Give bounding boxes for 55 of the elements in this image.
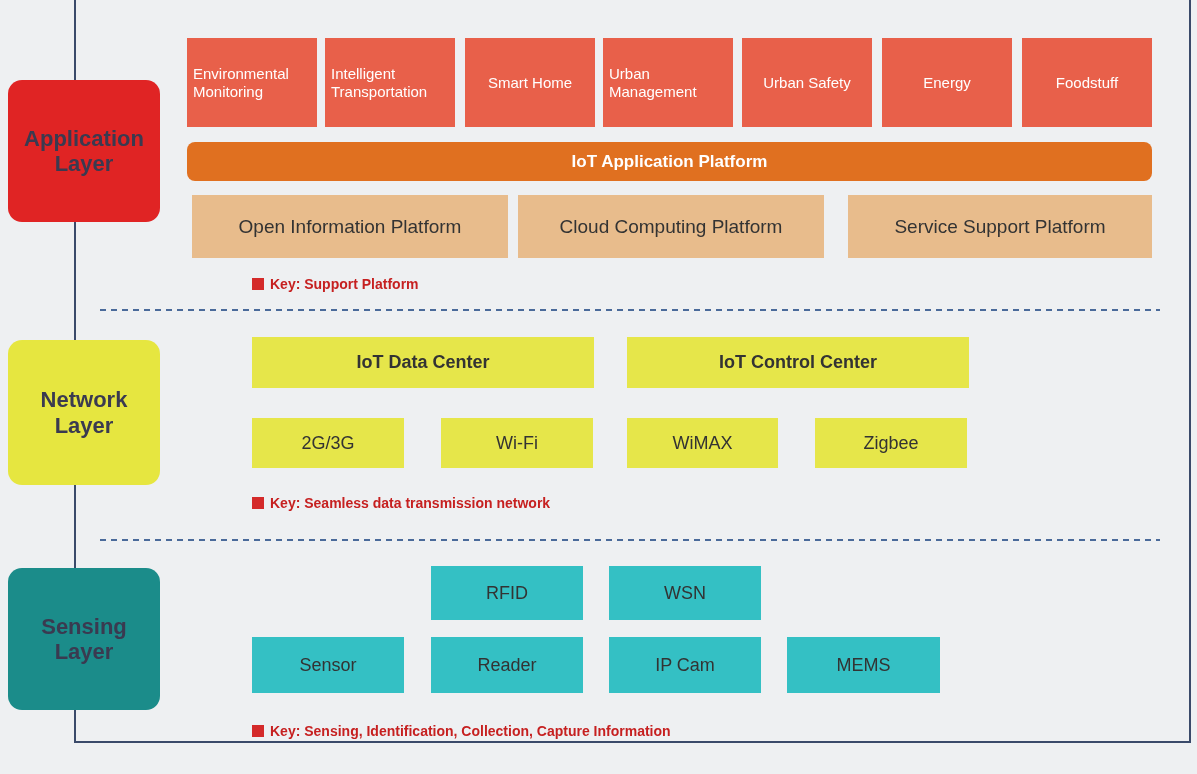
box-text: Smart Home: [487, 73, 573, 92]
box-text: Open Information Platform: [238, 215, 462, 238]
network-box: [441, 418, 593, 468]
box-text: Energy: [923, 73, 971, 92]
box-text: Application Layer: [23, 125, 145, 177]
box-text: Sensor: [299, 654, 357, 676]
sensing-box: [787, 637, 940, 693]
layer-label: [8, 340, 160, 485]
legend-text: Key: Support Platform: [270, 276, 419, 292]
layer-label: [8, 568, 160, 710]
box-text: IoT Control Center: [719, 352, 877, 373]
platform-box: [848, 195, 1152, 258]
box-text: Cloud Computing Platform: [559, 215, 783, 238]
sensing-box: [609, 637, 761, 693]
box-text: IoT Application Platform: [571, 151, 768, 172]
box-text: WSN: [664, 582, 706, 604]
network-box: [627, 337, 969, 388]
box-text: Reader: [477, 654, 537, 676]
box-text: IoT Data Center: [356, 352, 490, 373]
box-text: Service Support Platform: [894, 215, 1106, 238]
box-text: RFID: [486, 582, 528, 604]
box-text: Environmental Monitoring: [193, 65, 290, 100]
box-text: Urban Management: [609, 65, 698, 100]
application-box: [187, 38, 317, 127]
sensing-box: [431, 637, 583, 693]
platform-box: [518, 195, 824, 258]
box-text: Intelligent Transportation: [331, 65, 429, 100]
sensing-box: [252, 637, 404, 693]
box-text: 2G/3G: [301, 432, 355, 454]
sensing-box: [609, 566, 761, 620]
platform-bar: [187, 142, 1152, 181]
box-text: Zigbee: [863, 432, 919, 454]
network-box: [252, 418, 404, 468]
application-box: [325, 38, 455, 127]
box-text: Wi-Fi: [496, 432, 538, 454]
application-box: [742, 38, 872, 127]
box-text: Foodstuff: [1055, 73, 1119, 92]
network-box: [627, 418, 778, 468]
network-box: [252, 337, 594, 388]
layer-label: [8, 80, 160, 222]
box-text: Network Layer: [39, 387, 129, 438]
box-text: MEMS: [836, 654, 891, 676]
application-box: [603, 38, 733, 127]
application-box: [1022, 38, 1152, 127]
box-text: Sensing Layer: [40, 613, 128, 665]
network-box: [815, 418, 967, 468]
box-text: WiMAX: [672, 432, 733, 454]
box-text: Urban Safety: [763, 73, 851, 92]
application-box: [882, 38, 1012, 127]
box-text: IP Cam: [655, 654, 715, 676]
application-box: [465, 38, 595, 127]
legend-text: Key: Sensing, Identification, Collection, Capture Information: [270, 723, 671, 739]
platform-box: [192, 195, 508, 258]
sensing-box: [431, 566, 583, 620]
legend-text: Key: Seamless data transmission network: [270, 495, 551, 511]
